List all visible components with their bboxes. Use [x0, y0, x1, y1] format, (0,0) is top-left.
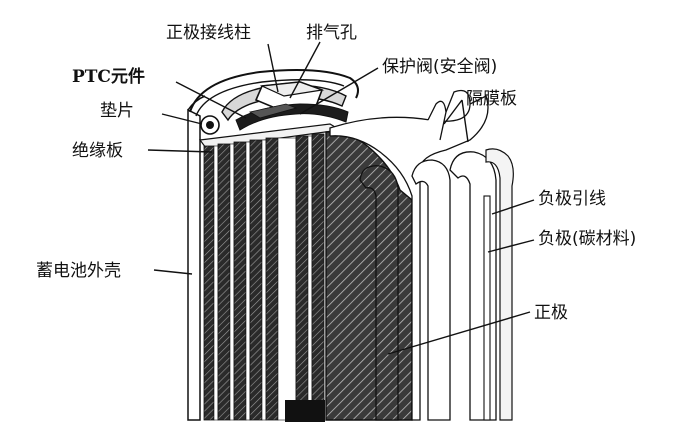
label-safety-valve: 保护阀(安全阀) — [382, 57, 497, 77]
label-insulating-plate: 绝缘板 — [72, 141, 123, 161]
label-separator: 隔膜板 — [466, 89, 517, 109]
label-positive-electrode: 正极 — [534, 303, 568, 323]
label-battery-case: 蓄电池外壳 — [36, 261, 121, 281]
electrode-unrolled-right — [325, 89, 514, 421]
label-ptc-element: PTC元件 — [72, 66, 145, 87]
label-negative-electrode: 负极(碳材料) — [538, 229, 636, 249]
label-gasket: 垫片 — [100, 101, 134, 121]
electrode-winding-left — [198, 123, 342, 422]
label-positive-terminal: 正极接线柱 — [166, 23, 251, 43]
label-vent-hole: 排气孔 — [306, 23, 357, 43]
labels: 正极接线柱 排气孔 PTC元件 保护阀(安全阀) 垫片 隔膜板 绝缘板 负极引线… — [36, 23, 636, 323]
label-negative-lead: 负极引线 — [538, 189, 606, 209]
leader-lines — [147, 41, 535, 355]
battery-case-shape — [187, 95, 206, 421]
top-cap-assembly — [189, 69, 359, 135]
